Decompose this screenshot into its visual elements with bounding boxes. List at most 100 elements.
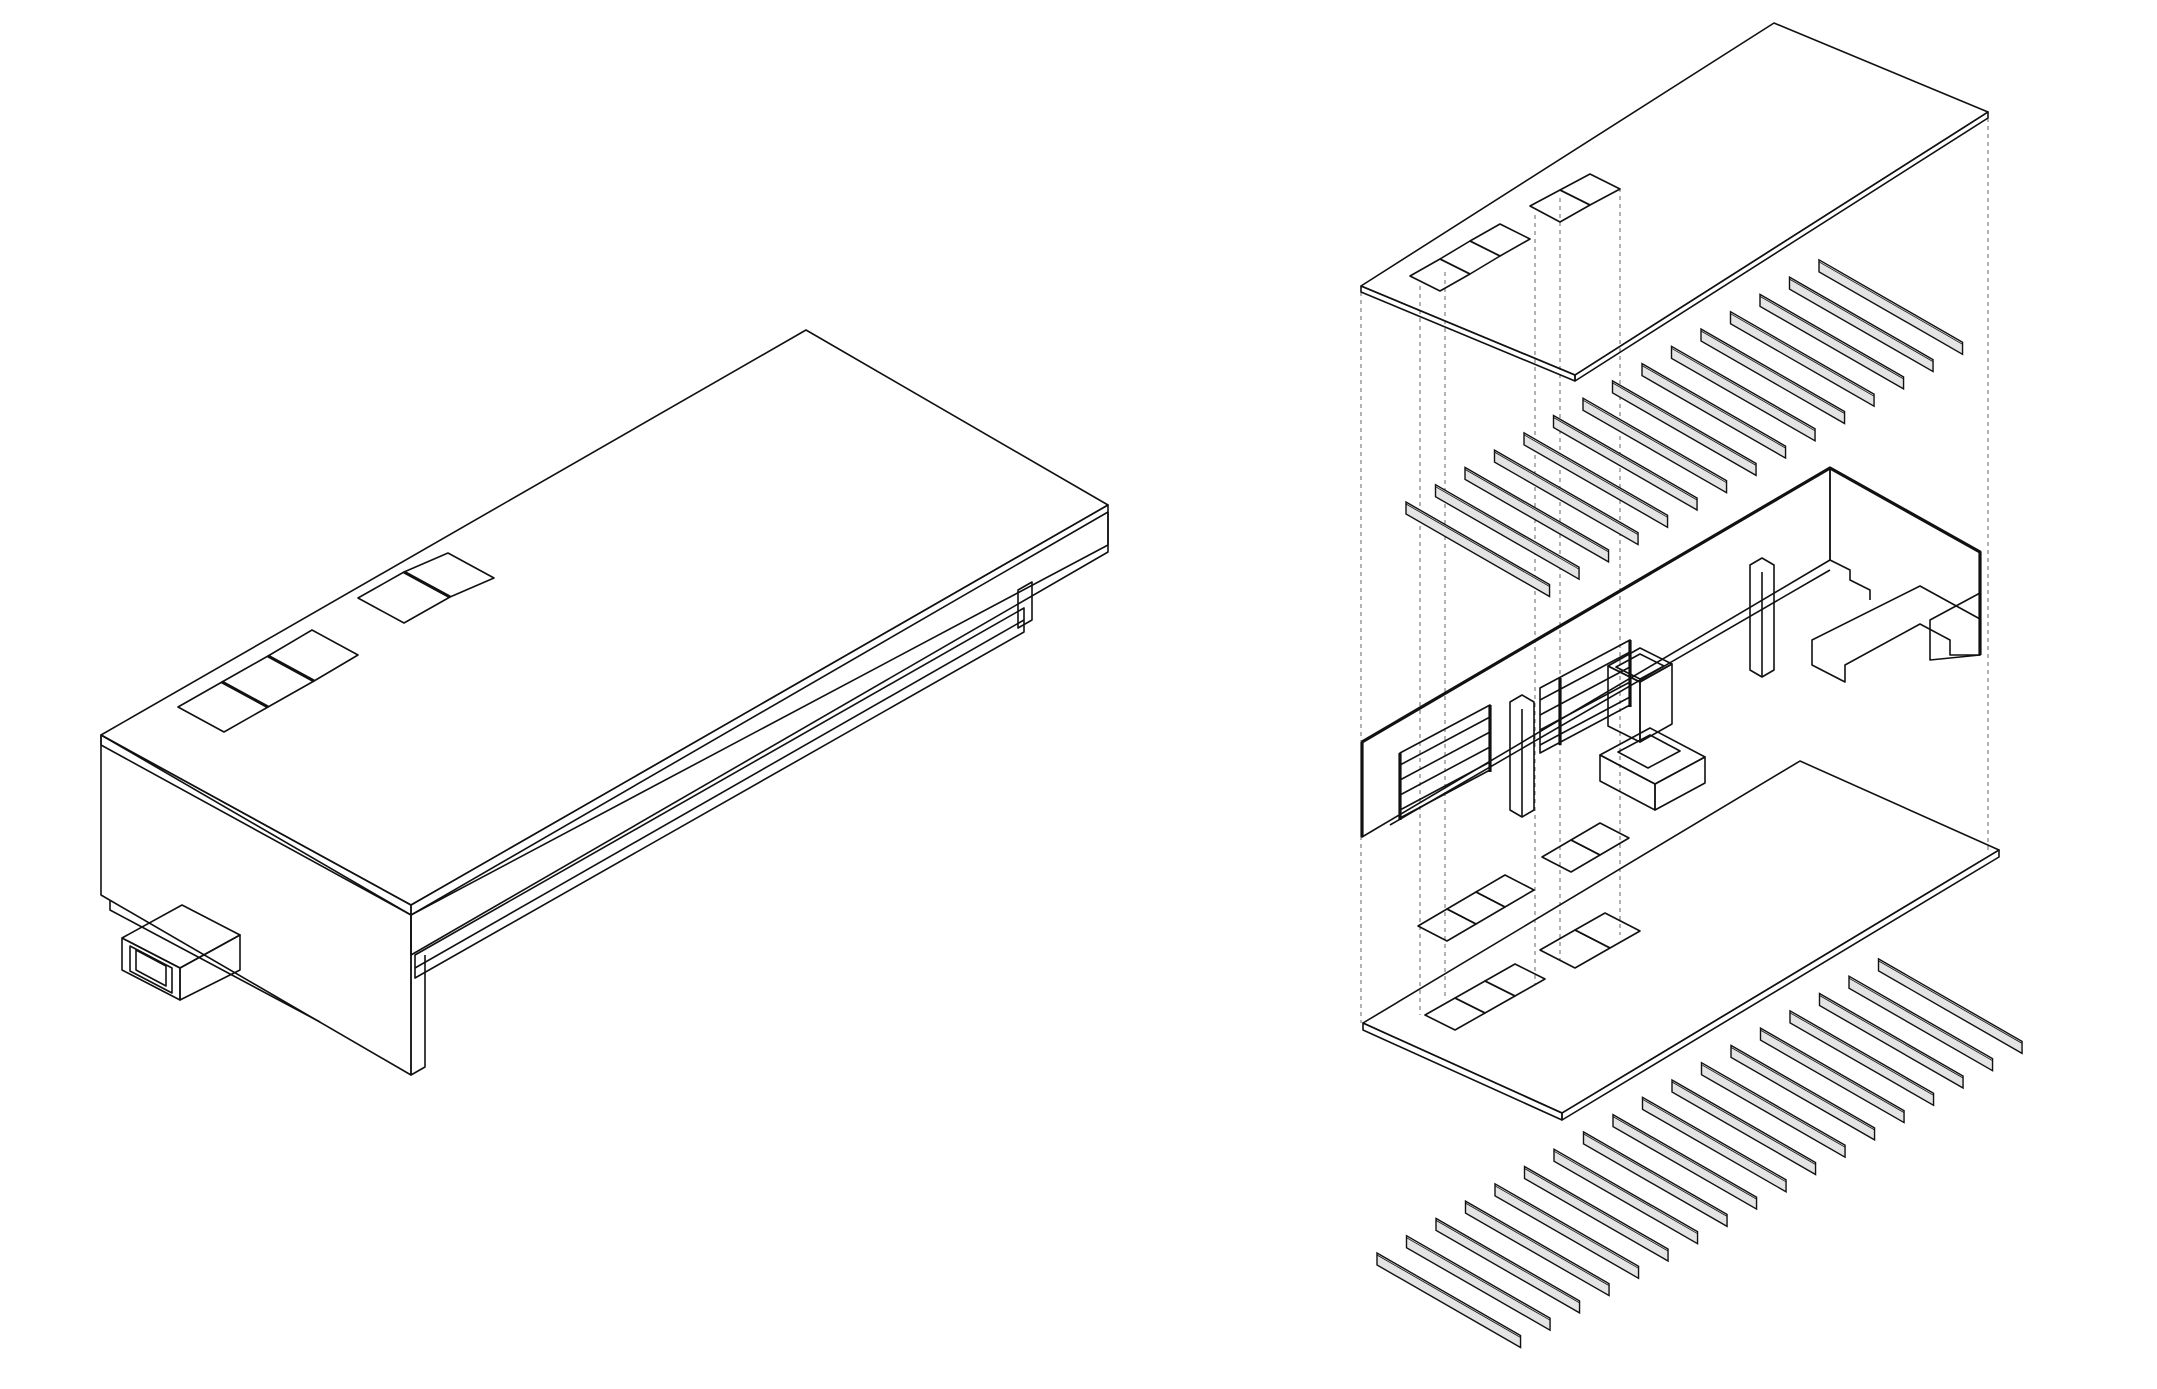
end-partition bbox=[1829, 540, 1871, 600]
joist bbox=[1729, 310, 1875, 408]
shelf-board bbox=[1539, 681, 1631, 731]
side-fascia bbox=[410, 511, 1109, 956]
joist bbox=[1611, 379, 1757, 477]
tall-cabinet bbox=[1607, 647, 1673, 743]
joist bbox=[1523, 431, 1669, 529]
block-grid-cell bbox=[1626, 747, 1644, 756]
bay-window-box bbox=[121, 904, 241, 1001]
joist-edge bbox=[1583, 1133, 1728, 1217]
joist-edge bbox=[1819, 995, 1964, 1079]
joist bbox=[1759, 293, 1905, 391]
floor-slab-side bbox=[1561, 849, 2000, 1121]
end-wall bbox=[100, 734, 412, 1076]
block-grid-cell bbox=[1652, 748, 1670, 757]
bay-window-face bbox=[121, 937, 181, 1001]
joist-edge bbox=[1524, 1168, 1669, 1252]
skylight-mullion bbox=[267, 654, 315, 683]
joist bbox=[1671, 1078, 1817, 1176]
joist bbox=[1494, 1182, 1640, 1280]
roof-slab-side bbox=[1574, 111, 1989, 382]
joist-edge bbox=[1553, 1150, 1698, 1235]
roof-slab bbox=[1360, 22, 1989, 376]
block-grid bbox=[1617, 734, 1681, 769]
joist-edge bbox=[1465, 1202, 1610, 1286]
joist bbox=[1818, 258, 1964, 356]
joist-edge bbox=[1789, 278, 1934, 362]
skylight bbox=[403, 552, 495, 598]
joist-edge bbox=[1435, 486, 1580, 570]
skylight bbox=[1409, 258, 1471, 292]
bay-window-top bbox=[121, 904, 241, 969]
shelf-frame bbox=[1539, 639, 1631, 754]
joist-edge bbox=[1376, 1254, 1521, 1338]
side-glazing-band bbox=[414, 607, 1025, 979]
cabinet-opening bbox=[1615, 653, 1665, 680]
joist bbox=[1788, 275, 1934, 373]
skylight-mullion bbox=[403, 570, 451, 599]
floor-opening bbox=[1454, 980, 1516, 1014]
joist bbox=[1700, 327, 1846, 425]
joist-edge bbox=[1553, 417, 1698, 501]
column-right bbox=[1749, 557, 1775, 678]
floor-opening bbox=[1539, 929, 1611, 969]
floor-slab-layer bbox=[1362, 760, 2000, 1121]
roof-side-edge bbox=[410, 504, 1109, 916]
joist bbox=[1670, 345, 1816, 443]
floor-openings bbox=[1424, 912, 1641, 1031]
bay-window-opening bbox=[129, 945, 173, 994]
shelf-board bbox=[1399, 731, 1491, 781]
floor-slab bbox=[1362, 760, 2000, 1114]
floor-joists-layer bbox=[1376, 957, 2023, 1349]
joist-edge bbox=[1523, 434, 1668, 518]
joist-edge bbox=[1494, 1185, 1639, 1269]
joist-edge bbox=[1405, 503, 1550, 587]
joist bbox=[1730, 1044, 1876, 1142]
joist bbox=[1493, 448, 1639, 546]
joist bbox=[1405, 500, 1551, 598]
block-side bbox=[1654, 756, 1706, 811]
glazing-pane bbox=[1541, 839, 1601, 873]
joist-edge bbox=[1642, 1098, 1787, 1183]
joist bbox=[1877, 957, 2023, 1055]
floor-slab-edge bbox=[1362, 1022, 1563, 1121]
skylight bbox=[1559, 173, 1621, 206]
block-grid-cell bbox=[1638, 754, 1656, 763]
skylight bbox=[221, 655, 315, 708]
joist-edge bbox=[1464, 469, 1609, 553]
joist-edge bbox=[1878, 960, 2023, 1044]
cabinet-side bbox=[1639, 663, 1673, 743]
joist-edge bbox=[1435, 1220, 1580, 1304]
skylight bbox=[267, 629, 359, 682]
shelf-board bbox=[1539, 651, 1631, 701]
joist-edge bbox=[1818, 261, 1963, 345]
side-post bbox=[1017, 581, 1033, 629]
walls-layer bbox=[1360, 466, 1982, 838]
floating-glazing-layer bbox=[1417, 822, 1630, 942]
roof-top bbox=[100, 329, 1109, 906]
roof-skylights bbox=[177, 552, 495, 733]
glazing-pane bbox=[1417, 908, 1477, 942]
joist-edge bbox=[1641, 365, 1786, 449]
joist bbox=[1641, 362, 1787, 460]
skylight bbox=[1469, 223, 1531, 257]
joist-edge bbox=[1671, 347, 1816, 432]
floor-ground-line bbox=[1389, 569, 1831, 826]
joist-edge bbox=[1612, 382, 1757, 466]
joist bbox=[1435, 1217, 1581, 1315]
skylight bbox=[1439, 240, 1501, 275]
end-counter bbox=[1811, 585, 1981, 683]
joist-edge bbox=[1759, 296, 1904, 380]
block-front bbox=[1599, 754, 1656, 811]
joist-edge bbox=[1406, 1237, 1551, 1321]
joist bbox=[1464, 466, 1610, 564]
joist-edge bbox=[1848, 977, 1993, 1062]
exploded-axonometric bbox=[1360, 22, 2023, 1349]
assembled-building bbox=[100, 329, 1109, 1076]
roof-slab-skylights bbox=[1409, 173, 1621, 292]
floor-opening bbox=[1574, 912, 1641, 949]
long-wall-top-edge bbox=[1361, 466, 1982, 744]
shelf-board bbox=[1539, 696, 1631, 746]
joist-edge bbox=[1789, 1012, 1934, 1096]
joist bbox=[1582, 1130, 1728, 1228]
glazing-pane bbox=[1475, 874, 1535, 908]
